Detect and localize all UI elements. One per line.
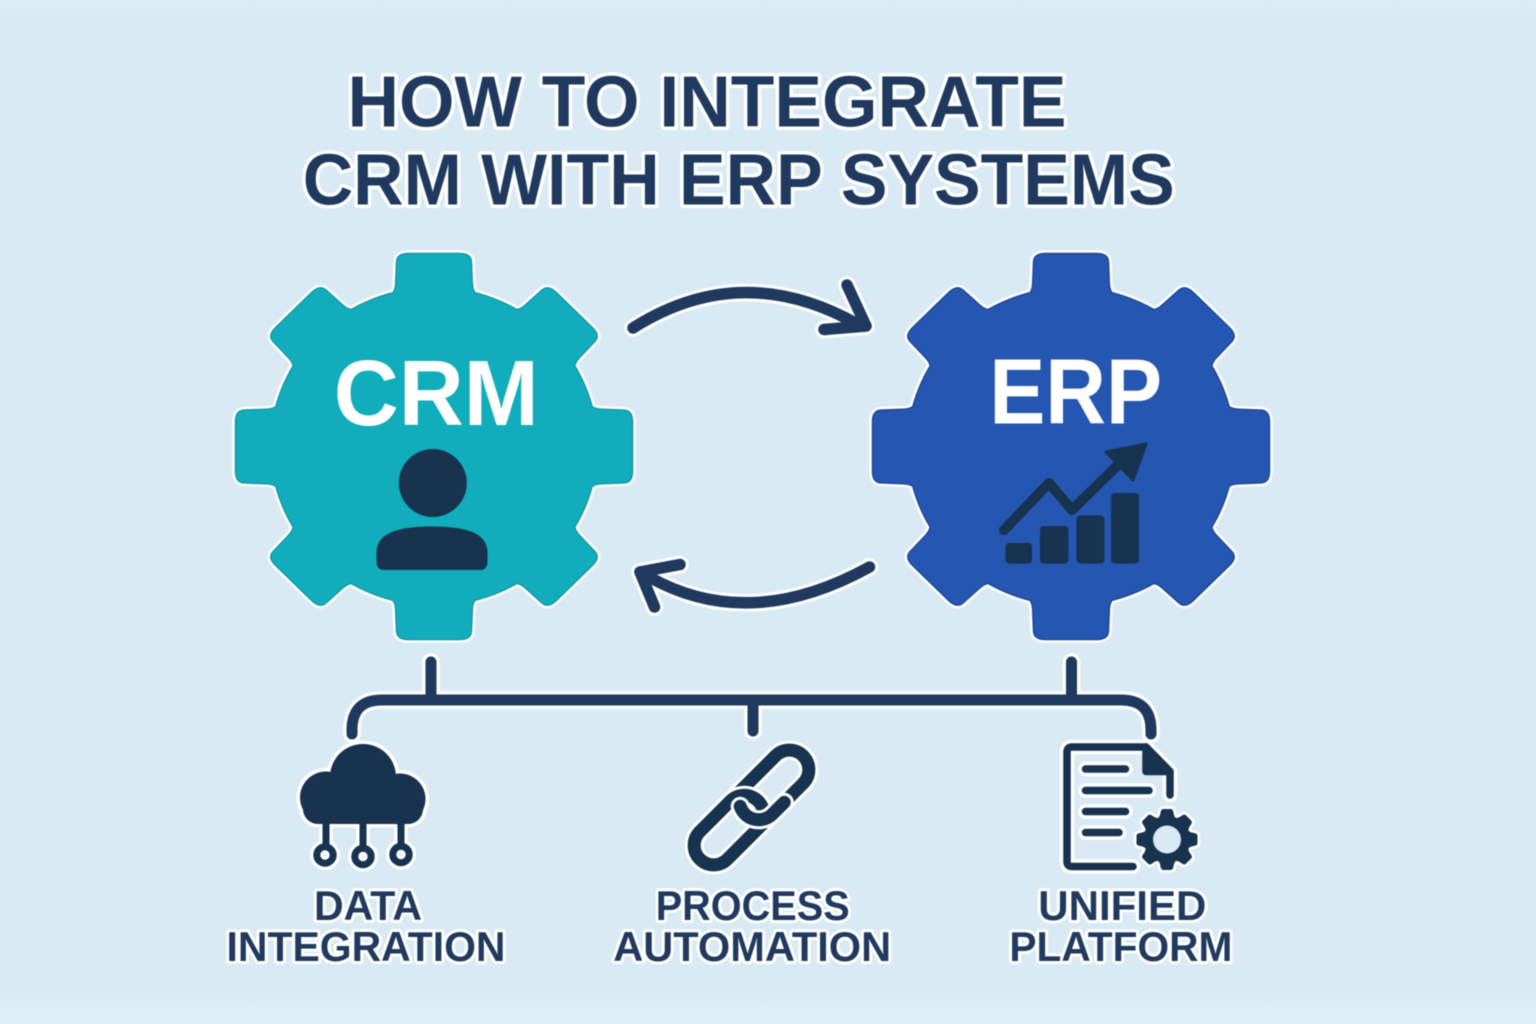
svg-text:AUTOMATION: AUTOMATION (613, 923, 891, 970)
svg-text:HOW TO INTEGRATE: HOW TO INTEGRATE (348, 62, 1067, 143)
svg-text:CRM WITH ERP SYSTEMS: CRM WITH ERP SYSTEMS (303, 140, 1175, 221)
svg-text:UNIFIED: UNIFIED (1038, 882, 1206, 929)
svg-text:ERP: ERP (989, 340, 1162, 444)
svg-text:PLATFORM: PLATFORM (1009, 923, 1232, 970)
svg-text:PROCESS: PROCESS (656, 882, 850, 929)
svg-text:INTEGRATION: INTEGRATION (227, 923, 506, 970)
svg-text:DATA: DATA (314, 882, 422, 929)
svg-text:CRM: CRM (334, 341, 539, 445)
